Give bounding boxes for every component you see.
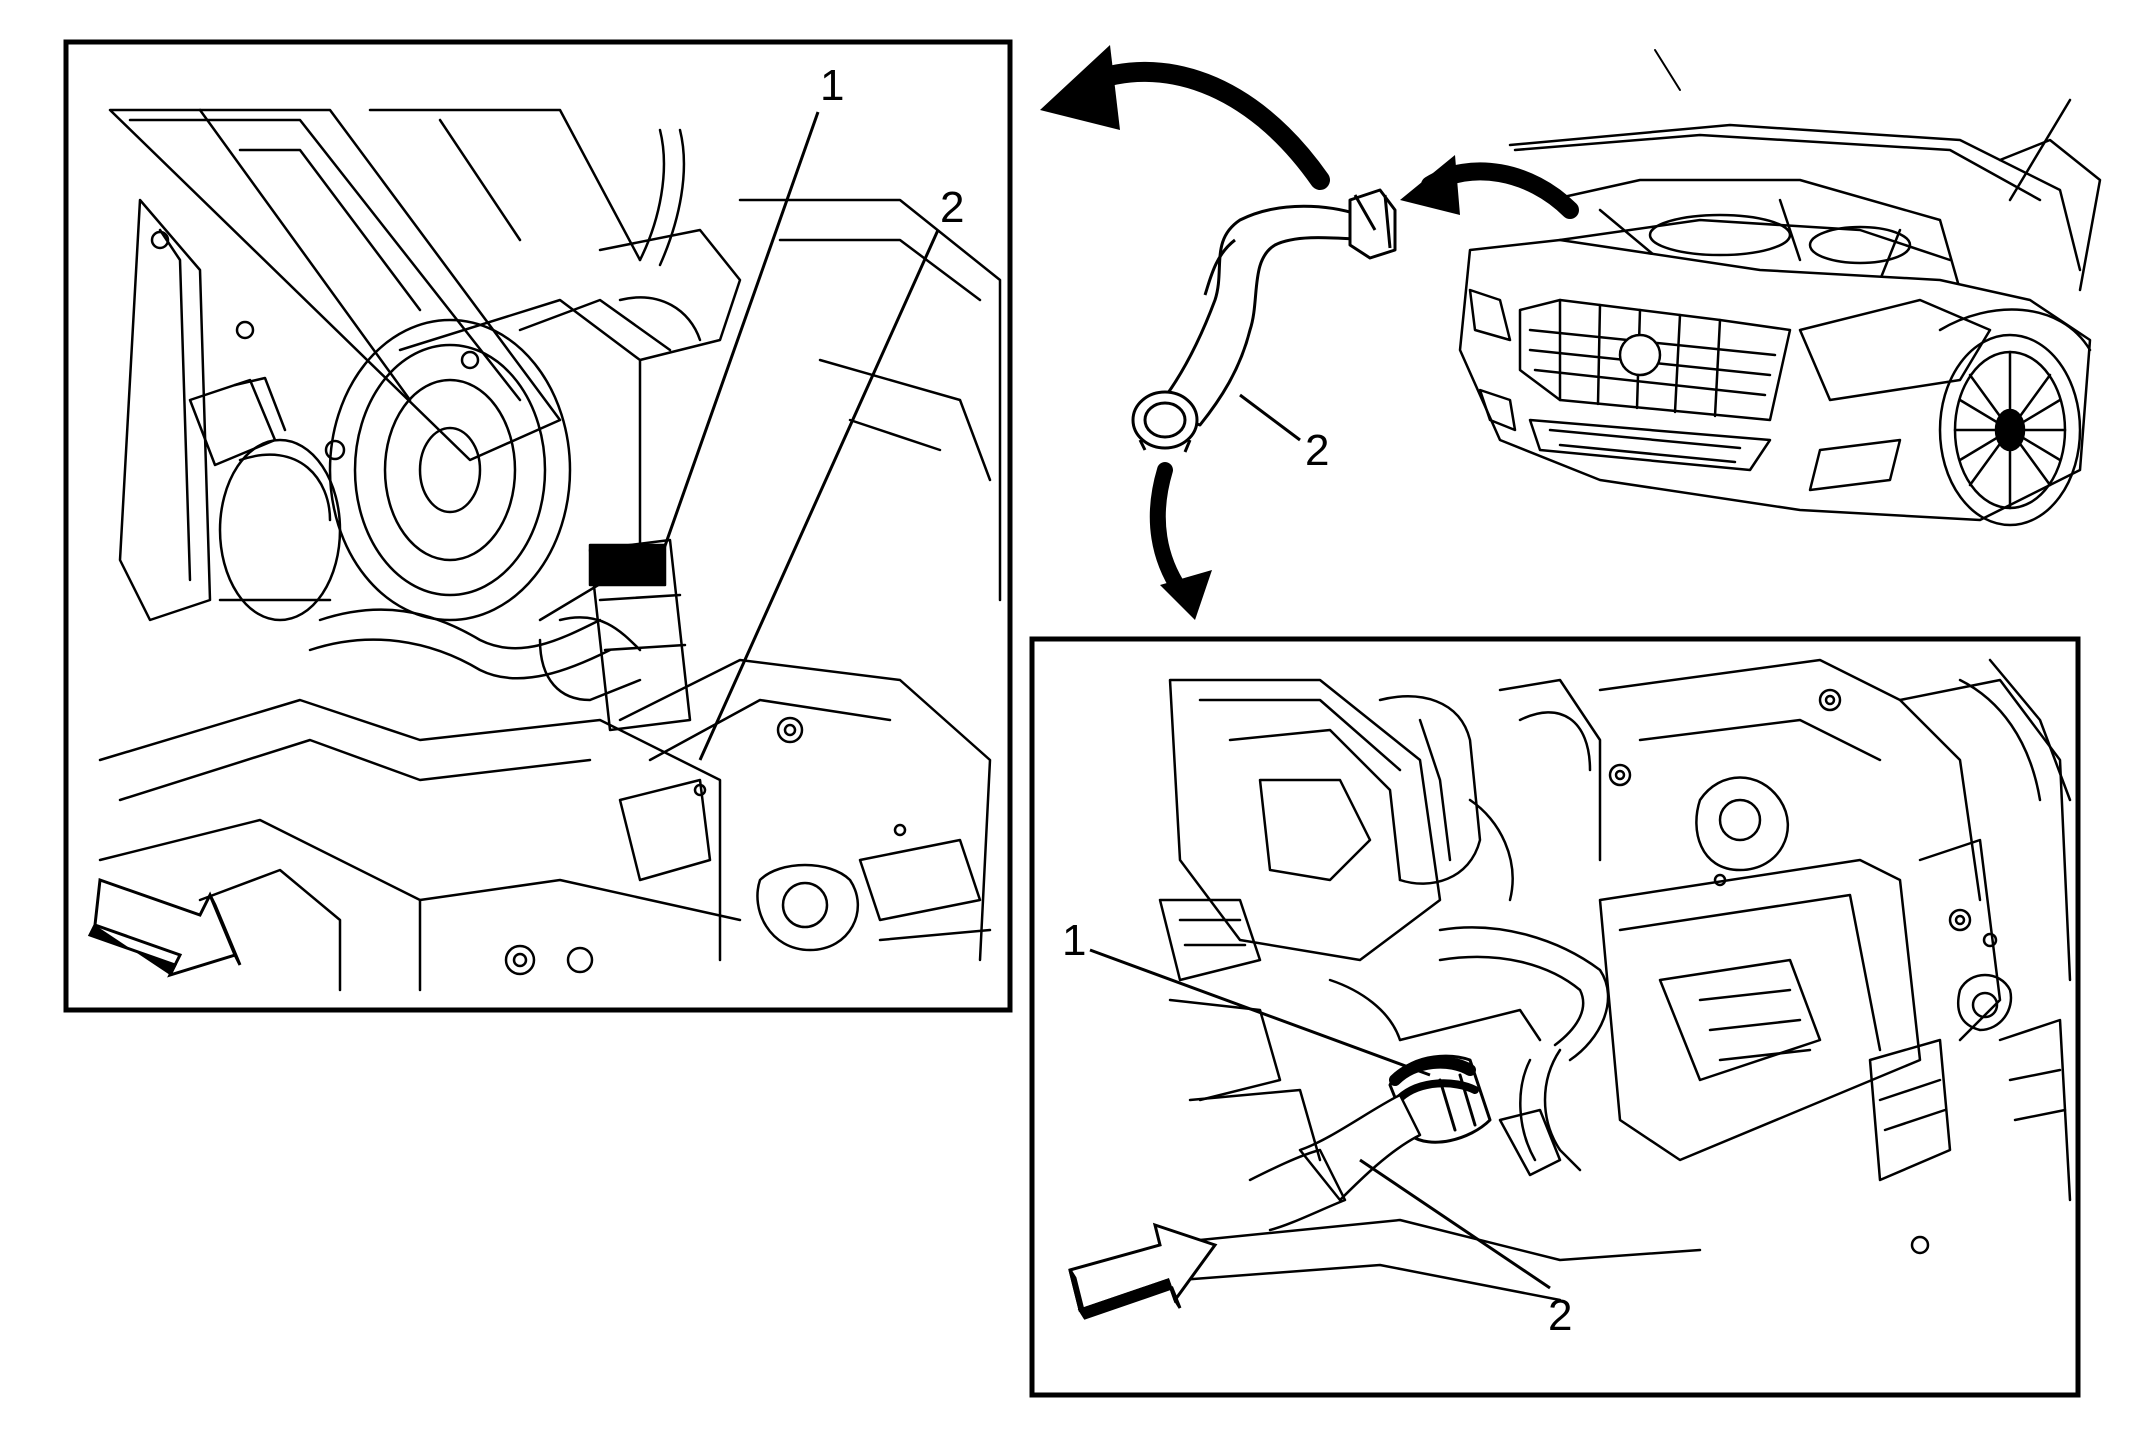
- forward-arrow-icon-right: [1068, 1222, 1218, 1320]
- left-callout-2-leader: [698, 229, 940, 761]
- center-callout-2-leader: [1239, 393, 1301, 442]
- forward-arrow-icon: [87, 877, 242, 978]
- curved-flow-arrow-icon-left: [1040, 45, 1330, 190]
- right-callout-1: 1: [1062, 916, 1086, 965]
- vehicle-locator-illustration: [1458, 49, 2102, 527]
- left-engine-bay-illustration: [98, 108, 1002, 992]
- left-panel-frame: [63, 39, 1013, 1013]
- right-panel-frame: [1029, 636, 2081, 1398]
- removed-hose-group: 2: [1040, 45, 1579, 620]
- right-callout-2-leader: [1359, 1158, 1551, 1290]
- coolant-hose-illustration: [1131, 188, 1397, 453]
- curved-flow-arrow-icon-down: [1149, 462, 1212, 620]
- right-callout-1-leader: [1089, 948, 1431, 1077]
- curved-flow-arrow-icon-top: [1400, 155, 1579, 219]
- left-callout-2: 2: [940, 183, 964, 232]
- left-callout-1: 1: [820, 61, 844, 110]
- left-detail-panel: 1 2: [63, 39, 1013, 1013]
- right-engine-bay-illustration: [1158, 658, 2072, 1302]
- center-callout-2: 2: [1305, 426, 1329, 475]
- left-callout-1-leader: [658, 111, 820, 561]
- right-callout-2: 2: [1548, 1291, 1572, 1340]
- right-detail-panel: 1 2: [1029, 636, 2081, 1398]
